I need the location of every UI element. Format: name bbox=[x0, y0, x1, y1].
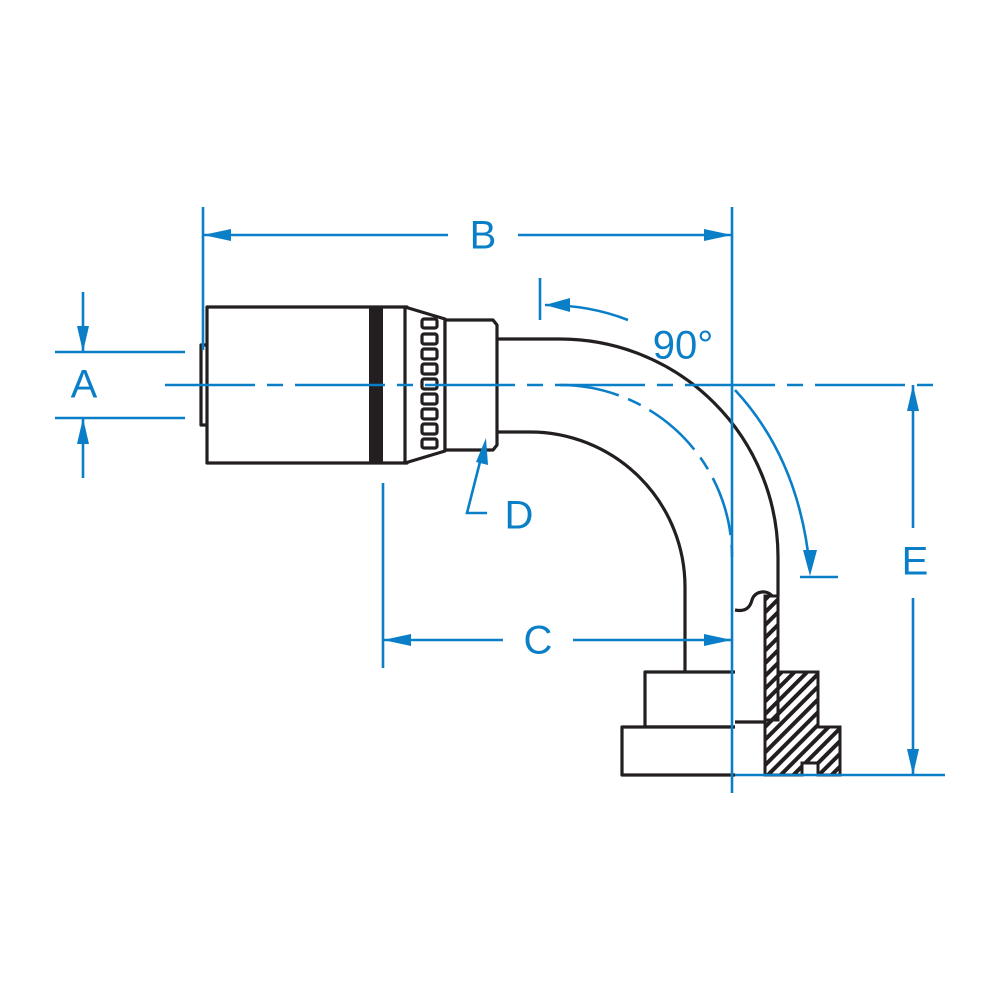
dimension-e: E bbox=[735, 385, 945, 777]
label-c: C bbox=[524, 619, 553, 663]
flange bbox=[620, 670, 842, 777]
bent-tube bbox=[497, 337, 780, 722]
angle-dimension: 90° bbox=[538, 278, 838, 579]
ferrule-slots bbox=[420, 317, 439, 450]
dimension-b: B bbox=[201, 207, 734, 793]
label-a: A bbox=[71, 363, 98, 407]
label-angle: 90° bbox=[653, 324, 714, 368]
label-e: E bbox=[902, 540, 929, 584]
flange-nut-section bbox=[763, 670, 842, 777]
label-d: D bbox=[505, 494, 534, 538]
dimension-c: C bbox=[381, 483, 732, 668]
centerlines bbox=[165, 383, 945, 558]
dimension-a: A bbox=[55, 292, 185, 478]
tube-wall-section bbox=[763, 594, 780, 722]
label-b: B bbox=[470, 214, 497, 258]
dimension-d: D bbox=[465, 438, 534, 538]
